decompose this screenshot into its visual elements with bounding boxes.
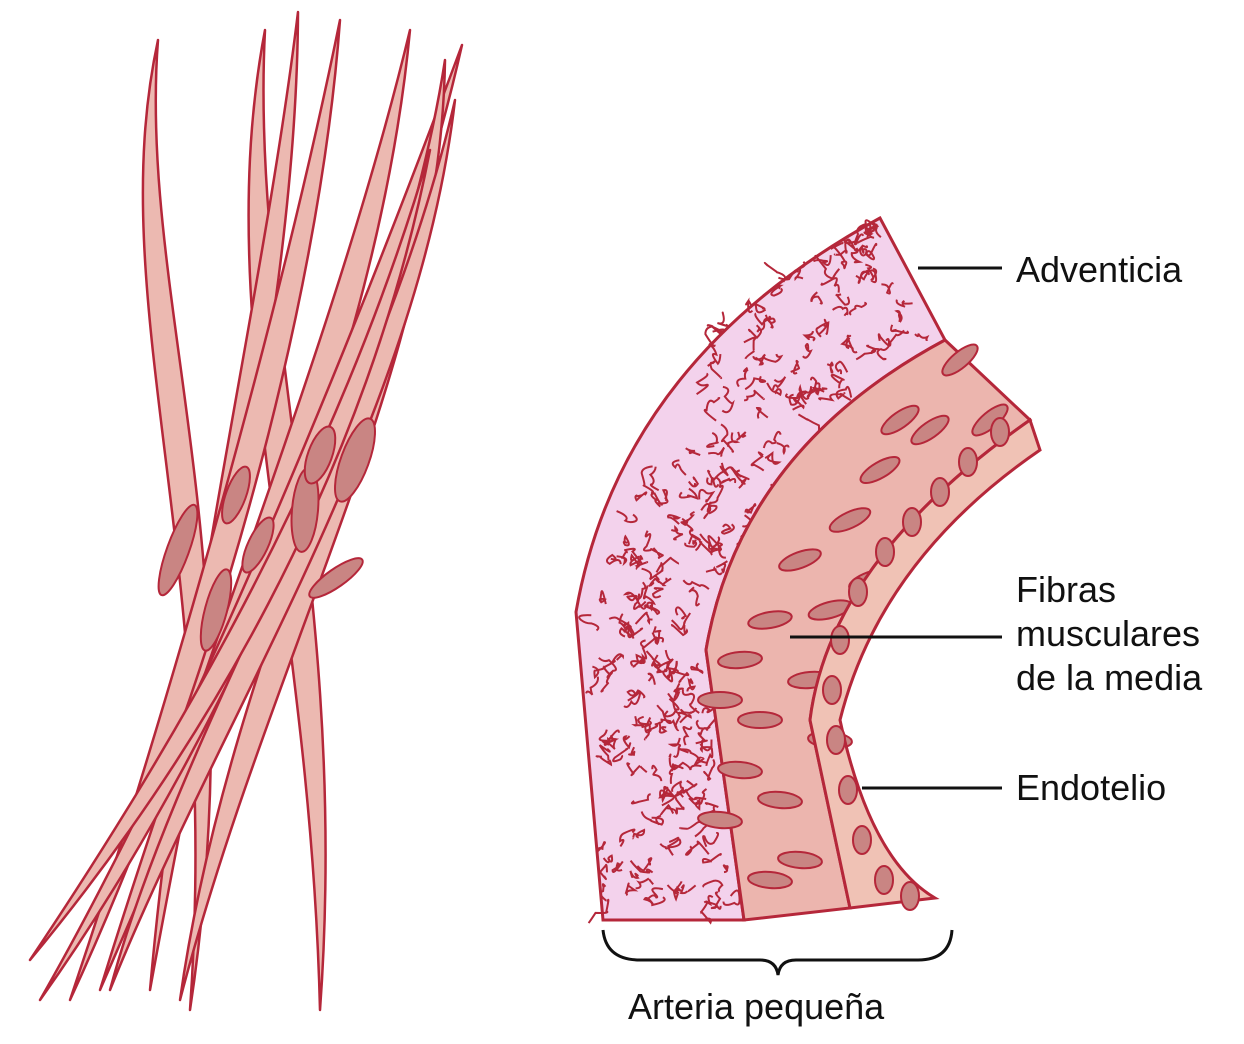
- elastic-fiber: [717, 312, 727, 325]
- endothelial-nucleus: [839, 776, 857, 804]
- arteria-pequena-label: Arteria pequeña: [628, 985, 884, 1029]
- media-nucleus: [738, 712, 782, 728]
- endothelial-nucleus: [827, 726, 845, 754]
- fibras-musculares-label: Fibras musculares de la media: [1016, 568, 1202, 700]
- fibras-label-line-3: de la media: [1016, 656, 1202, 700]
- endotelio-label: Endotelio: [1016, 766, 1166, 810]
- media-nucleus: [698, 692, 742, 708]
- arteria-bracket: [603, 930, 952, 975]
- endothelial-nucleus: [903, 508, 921, 536]
- smooth-muscle-fiber-bundle: [30, 12, 462, 1010]
- small-artery-cross-section: [576, 218, 1040, 923]
- endothelial-nucleus: [831, 626, 849, 654]
- endothelial-nucleus: [931, 478, 949, 506]
- endothelial-nucleus: [991, 418, 1009, 446]
- endothelial-nucleus: [853, 826, 871, 854]
- adventicia-label: Adventicia: [1016, 248, 1182, 292]
- endothelial-nucleus: [875, 866, 893, 894]
- fibras-label-line-2: musculares: [1016, 612, 1202, 656]
- endothelial-nucleus: [823, 676, 841, 704]
- endothelial-nucleus: [849, 578, 867, 606]
- fibras-label-line-1: Fibras: [1016, 568, 1202, 612]
- endothelial-nucleus: [959, 448, 977, 476]
- endothelial-nucleus: [876, 538, 894, 566]
- endothelial-nucleus: [901, 882, 919, 910]
